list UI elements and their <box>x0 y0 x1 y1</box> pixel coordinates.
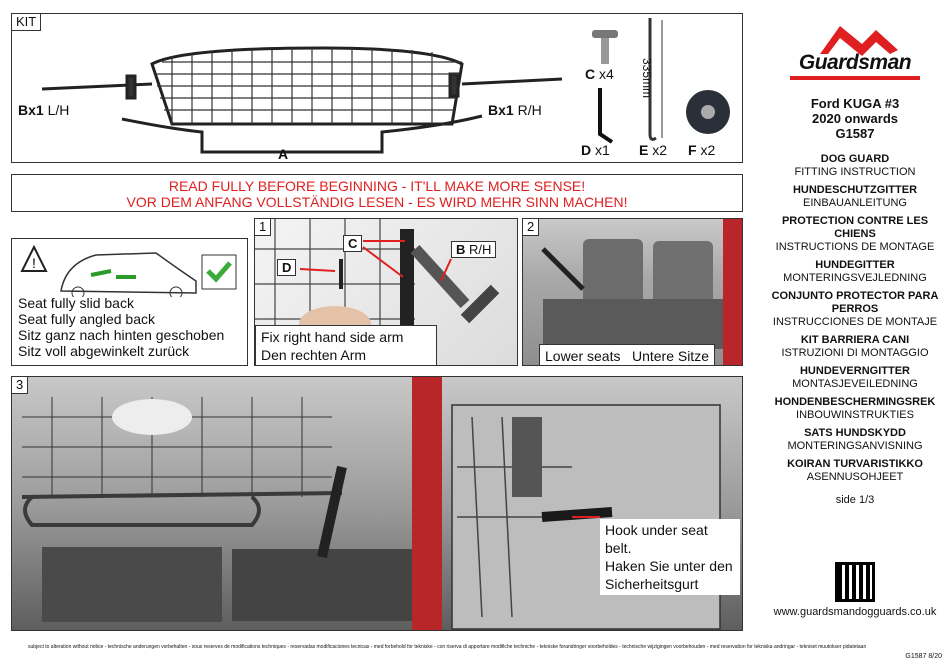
language-subheading: INSTRUCCIONES DE MONTAJE <box>772 316 938 328</box>
key-label: D x1 <box>581 142 610 158</box>
language-subheading: MONTERINGSVEJLEDNING <box>783 272 927 284</box>
car-seat-diagram: ! <box>20 244 237 297</box>
language-heading: PROTECTION CONTRE LES CHIENS <box>781 215 929 240</box>
website-link[interactable]: www.guardsmandogguards.co.uk <box>773 606 937 618</box>
language-heading: HUNDESCHUTZGITTER <box>792 184 918 196</box>
screw-label: C x4 <box>585 66 614 82</box>
step-2-caption: Lower seats Untere Sitze <box>539 344 715 365</box>
language-subheading: MONTASJEVEILEDNING <box>792 378 918 390</box>
screw-icon <box>592 30 618 64</box>
left-arm-label: Bx1 L/H <box>18 102 70 118</box>
side-label: side 1/3 <box>835 494 875 506</box>
step-1-caption: Fix right hand side arm Den rechten Arm … <box>255 325 437 365</box>
step-1-number: 1 <box>255 219 272 236</box>
product-code: G1587 <box>835 126 875 141</box>
footer-disclaimer: subject to alteration without notice - t… <box>28 644 867 650</box>
language-subheading: INBOUWINSTRUKTIES <box>796 409 914 421</box>
step-2-photo <box>523 219 742 365</box>
language-subheading: FITTING INSTRUCTION <box>794 166 916 178</box>
language-heading: HUNDEGITTER <box>815 259 895 271</box>
kit-panel: KIT Bx1 L/H Bx1 R/H A C x4 <box>11 13 743 163</box>
step-3-panel: 3 Hook under seat belt. Haken Sie unter … <box>11 376 743 631</box>
brand-name: Guardsman <box>798 51 912 74</box>
language-heading: KOIRAN TURVARISTIKKO <box>787 458 923 470</box>
language-heading: CONJUNTO PROTECTOR PARA PERROS <box>771 290 939 315</box>
brand-column: Guardsman Ford KUGA #3 2020 onwards G158… <box>760 14 950 618</box>
footer-doc-ref: G1587 8/20 <box>905 653 942 660</box>
hook-length: 335mm <box>640 58 654 99</box>
language-subheading: INSTRUCTIONS DE MONTAGE <box>775 241 935 253</box>
language-subheading: MONTERINGSANVISNING <box>787 440 923 452</box>
language-heading: DOG GUARD <box>820 153 890 165</box>
language-heading: KIT BARRIERA CANI <box>800 334 910 346</box>
seat-note-panel: ! Seat fully slid back Seat fully angled… <box>11 238 248 366</box>
step-3-caption: Hook under seat belt. Haken Sie unter de… <box>600 519 740 595</box>
language-heading: SATS HUNDSKYDD <box>804 427 906 439</box>
step-3-number: 3 <box>12 377 29 394</box>
language-heading: HUNDEVERNGITTER <box>799 365 910 377</box>
seat-note-text: Seat fully slid back Seat fully angled b… <box>18 295 225 359</box>
language-subheading: ISTRUZIONI DI MONTAGGIO <box>781 347 929 359</box>
step-1-label-c: C <box>343 235 363 252</box>
step-1-label-d: D <box>277 259 297 276</box>
warning-banner: READ FULLY BEFORE BEGINNING - IT'LL MAKE… <box>11 174 743 212</box>
language-subheading: ASENNUSOHJEET <box>806 471 904 483</box>
warning-line-1: READ FULLY BEFORE BEGINNING - IT'LL MAKE… <box>168 178 586 194</box>
knob-label: F x2 <box>688 142 716 158</box>
step-2-panel: 2 Lower seats Untere Sitze <box>522 218 743 366</box>
warning-line-2: VOR DEM ANFANG VOLLSTÄNDIG LESEN - ES WI… <box>126 194 628 210</box>
hook-icon <box>648 18 663 141</box>
knob-icon <box>686 90 730 134</box>
language-heading: HONDENBESCHERMINGSREK <box>774 396 936 408</box>
svg-text:!: ! <box>32 255 36 271</box>
guardsman-logo-icon <box>790 26 920 80</box>
model-years: 2020 onwards <box>812 111 898 126</box>
model-name: Ford KUGA #3 <box>810 96 900 111</box>
allen-key-icon <box>598 88 614 144</box>
right-arm-label: Bx1 R/H <box>488 102 542 118</box>
kit-title: KIT <box>11 13 42 31</box>
step-1-label-b: B R/H <box>451 241 497 258</box>
qr-code-icon <box>835 562 875 602</box>
part-a-label: A <box>278 146 289 162</box>
step-1-panel: 1 C D B R/H Fix right hand side arm Den … <box>254 218 518 366</box>
language-subheading: EINBAUANLEITUNG <box>803 197 907 209</box>
hook-label: E x2 <box>639 142 668 158</box>
step-2-number: 2 <box>523 219 540 236</box>
guard-illustration <box>41 46 563 154</box>
